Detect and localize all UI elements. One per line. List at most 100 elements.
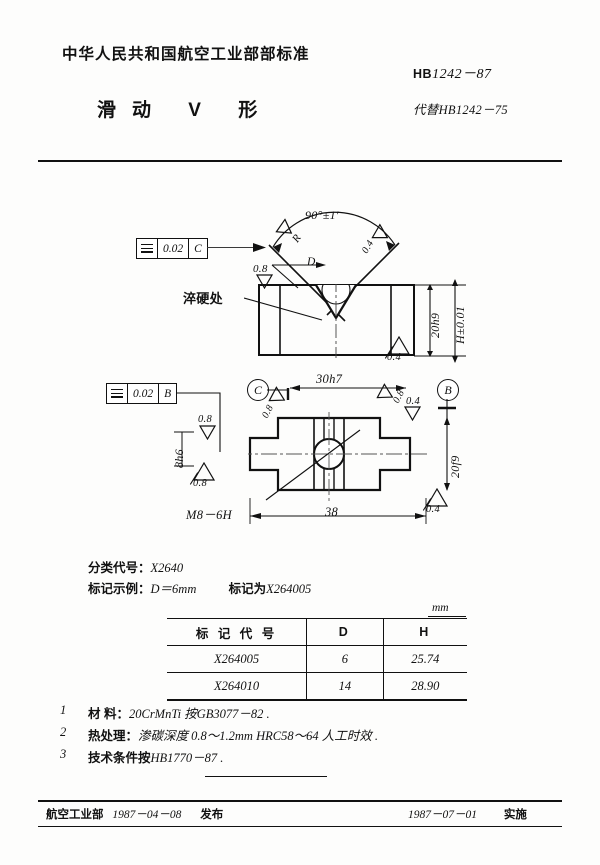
classification-code-value: X2640: [150, 561, 184, 575]
table-row: X264005 6 25.74: [167, 645, 467, 673]
header-divider: [38, 160, 562, 162]
footer-issue-block: 航空工业部 1987－04－08 发布: [46, 806, 223, 822]
upper-view-body-outline: [258, 284, 415, 358]
footer-effective-block: 1987－07－01 实施: [408, 806, 527, 822]
dimension-table: 标 记 代 号 D H X264005 6 25.74 X264010 14 2…: [167, 618, 467, 701]
upper-diameter-label: D: [307, 256, 316, 268]
upper-feature-control-frame: 0.02 C: [136, 238, 208, 259]
lower-roughness-04-a-icon: [404, 406, 421, 421]
footer-divider-top: [38, 800, 562, 802]
upper-datum-ref: C: [188, 239, 207, 258]
lower-feature-control-frame: 0.02 B: [106, 383, 178, 404]
table-cell-d: 6: [306, 645, 384, 673]
part-name: 滑动 V 形: [97, 100, 274, 121]
upper-roughness-r-left: [275, 218, 297, 241]
classification-code-line: 分类代号：X2640: [88, 557, 183, 576]
datum-b-letter: B: [444, 382, 452, 397]
datum-marker-c: C: [247, 379, 269, 401]
note-label: 技术条件按: [88, 751, 151, 765]
table-header-d: D: [306, 618, 384, 646]
standard-prefix: HB: [413, 67, 433, 81]
table-row: X264010 14 28.90: [167, 672, 467, 701]
note-label: 材 料：: [88, 707, 129, 721]
lower-roughness-08-d: 0.8: [193, 478, 208, 489]
note-number: 1: [60, 703, 67, 717]
hardened-zone-leader: [244, 297, 323, 321]
symmetry-symbol-icon-2: [107, 384, 127, 403]
notes-underline: [205, 776, 327, 777]
upper-dimension-lines: [414, 279, 466, 363]
lower-roughness-08-d-icon: [193, 462, 215, 481]
lower-tolerance-value: 0.02: [127, 384, 158, 403]
marking-example-label: 标记示例：: [88, 582, 151, 596]
datum-c-letter: C: [253, 382, 262, 397]
lower-roughness-04-b: 0.4: [426, 504, 441, 515]
note-body: 渗碳深度 0.8～1.2mm HRC58～64 人工时效 .: [138, 729, 378, 743]
page-title: 中华人民共和国航空工业部部标准: [62, 46, 310, 63]
table-cell-h: 25.74: [382, 645, 467, 673]
replaces-standard: 代替HB1242－75: [413, 103, 508, 117]
classification-code-label: 分类代号：: [88, 561, 151, 575]
table-cell-d: 14: [306, 672, 384, 701]
footer-issue-word: 发布: [200, 809, 224, 821]
standard-code: 1242－87: [432, 67, 492, 82]
datum-marker-b: B: [437, 379, 459, 401]
upper-leader-arrow-icon: [253, 243, 266, 252]
table-header-code: 标 记 代 号: [167, 618, 308, 646]
lower-dim-20f9-line: [444, 417, 450, 491]
note-body: 20CrMnTi 按GB3077－82 .: [128, 707, 270, 721]
note-body: HB1770－87 .: [150, 751, 224, 765]
thread-callout: M8－6H: [186, 508, 232, 522]
lower-dim-38: 38: [325, 505, 339, 519]
note-number: 3: [60, 747, 67, 761]
note-label: 热处理：: [88, 729, 139, 743]
upper-dim-H: H±0.01: [453, 305, 467, 344]
footer-divider-bottom: [38, 826, 562, 827]
marking-example-line: 标记示例：D＝6mm 标记为X264005: [88, 578, 311, 597]
lower-datum-ref: B: [158, 384, 176, 403]
datum-b-stem: [438, 399, 456, 419]
marking-example-text: 标记为: [228, 582, 267, 596]
upper-angle-label: 90°±1′: [305, 208, 339, 222]
lower-roughness-04-a: 0.4: [406, 396, 421, 407]
lower-dim-30h7: 30h7: [316, 372, 343, 386]
lower-roughness-04-b-icon: [426, 488, 448, 507]
footer-effective-word: 实施: [503, 809, 527, 821]
note-text: 热处理：渗碳深度 0.8～1.2mm HRC58～64 人工时效 .: [88, 725, 378, 744]
footer-issue-date: 1987－04－08: [112, 809, 182, 821]
lower-dim-8h6-line: [174, 431, 194, 467]
table-cell-h: 28.90: [382, 672, 467, 701]
footer-effective-date: 1987－07－01: [408, 809, 477, 821]
lower-view-plan-outline: [248, 412, 428, 502]
table-unit-underline: [428, 616, 466, 617]
lower-dim-38-line: [249, 498, 427, 524]
upper-dim-20h9: 20h9: [428, 312, 442, 338]
lower-roughness-08-c-icon: [199, 425, 216, 440]
note-number: 2: [60, 725, 67, 739]
upper-roughness-left-icon: [256, 274, 273, 289]
upper-roughness-bottom-value: 0.4: [387, 352, 402, 363]
upper-tolerance-value: 0.02: [157, 239, 188, 258]
table-unit: mm: [432, 602, 449, 614]
upper-roughness-v-right: [371, 223, 392, 245]
standard-number: HB1242－87: [413, 63, 492, 83]
lower-roughness-08-a-icon: [268, 386, 289, 408]
lower-dim-8h6: 8h6: [172, 449, 186, 468]
upper-leader-line: [207, 247, 259, 249]
lower-roughness-08-b-icon: [376, 383, 397, 405]
lower-dim-20f9: 20f9: [448, 455, 462, 478]
table-cell-code: X264005: [167, 645, 308, 673]
lower-roughness-08-c: 0.8: [198, 414, 213, 425]
marking-example-value: X264005: [266, 582, 312, 596]
symmetry-symbol-icon: [137, 239, 157, 258]
marking-example-condition: D＝6mm: [150, 582, 197, 596]
table-header-row: 标 记 代 号 D H: [167, 618, 467, 646]
note-text: 技术条件按HB1770－87 .: [88, 747, 223, 766]
hardened-zone-label: 淬硬处: [183, 291, 223, 306]
lower-leader-line: [176, 392, 221, 452]
footer-issuer: 航空工业部: [46, 809, 104, 821]
table-cell-code: X264010: [167, 672, 308, 701]
upper-roughness-left-value: 0.8: [253, 263, 268, 275]
note-text: 材 料：20CrMnTi 按GB3077－82 .: [88, 703, 270, 722]
